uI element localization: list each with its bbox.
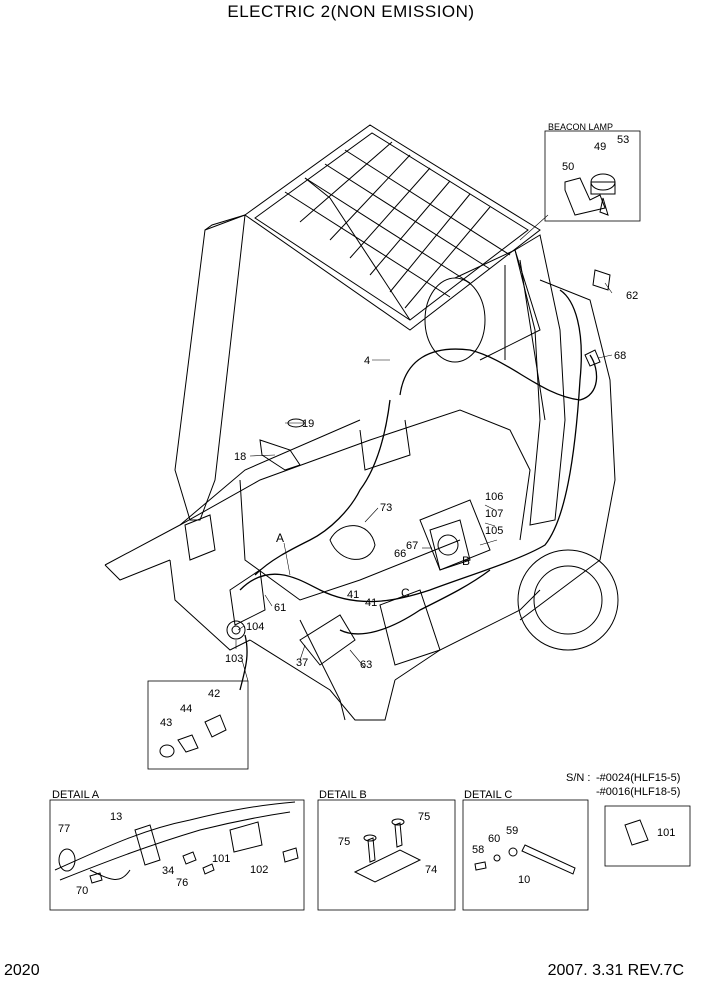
detail-a-drawing <box>54 801 299 884</box>
callout-63: 63 <box>360 659 372 671</box>
horn <box>226 620 246 640</box>
callout-105: 105 <box>485 525 503 537</box>
callout-68: 68 <box>614 350 626 362</box>
callout-103: 103 <box>225 653 243 665</box>
serial-range-1: -#0024(HLF15-5) <box>596 772 681 784</box>
truck-frame <box>104 409 541 721</box>
serial-label: S/N : <box>566 772 591 784</box>
callout-104: 104 <box>246 621 264 633</box>
detail-a-title: DETAIL A <box>52 789 100 801</box>
callout-62: 62 <box>626 290 638 302</box>
serial-part-box <box>604 805 691 867</box>
serial-range-2: -#0016(HLF18-5) <box>596 786 681 798</box>
sensor-callout-44: 44 <box>180 703 192 715</box>
callout-107: 107 <box>485 508 503 520</box>
detail-c-title: DETAIL C <box>464 789 513 801</box>
callout-18: 18 <box>234 451 246 463</box>
callout-41a: 41 <box>347 589 359 601</box>
rear-pillar <box>514 234 566 526</box>
callout-61: 61 <box>274 602 286 614</box>
page-number: 2020 <box>4 962 40 979</box>
callout-b: B <box>462 554 470 568</box>
revision-date: 2007. 3.31 REV.7C <box>547 962 684 979</box>
beacon-callout-50: 50 <box>562 161 574 173</box>
beacon-lamp-title: BEACON LAMP <box>548 122 614 132</box>
callout-4: 4 <box>364 355 370 367</box>
mast-mount <box>184 514 266 626</box>
detail-b-callout-75b: 75 <box>338 836 350 848</box>
wiring-harness <box>239 289 598 691</box>
detail-c-callout-60: 60 <box>488 833 500 845</box>
flasher-relay <box>259 418 305 471</box>
callout-19: 19 <box>302 418 314 430</box>
detail-b-callout-75a: 75 <box>418 811 430 823</box>
callout-a: A <box>276 531 284 545</box>
callout-37: 37 <box>296 657 308 669</box>
detail-b-title: DETAIL B <box>319 789 367 801</box>
serial-callout-101: 101 <box>657 827 675 839</box>
detail-b-drawing <box>353 818 422 883</box>
work-lamp <box>592 269 611 291</box>
front-pillar-left <box>174 214 246 521</box>
callout-67: 67 <box>406 540 418 552</box>
beacon-callout-49: 49 <box>594 141 606 153</box>
detail-c-callout-10: 10 <box>518 874 530 886</box>
callout-41b: 41 <box>365 597 377 609</box>
callout-73: 73 <box>380 502 392 514</box>
detail-a-box <box>49 799 305 911</box>
detail-b-callout-74: 74 <box>425 864 437 876</box>
counterweight <box>517 279 619 651</box>
detail-c-callout-59: 59 <box>506 825 518 837</box>
detail-a-callout-34: 34 <box>162 865 174 877</box>
detail-c-callout-58: 58 <box>472 844 484 856</box>
detail-a-callout-102: 102 <box>250 864 268 876</box>
leader-lines <box>235 282 613 669</box>
callout-c: C <box>401 586 410 600</box>
detail-c-drawing <box>474 844 576 875</box>
detail-b-box <box>317 799 456 911</box>
sensor-callout-42: 42 <box>208 688 220 700</box>
beacon-callout-53: 53 <box>617 134 629 146</box>
overhead-guard <box>244 124 541 331</box>
callout-106: 106 <box>485 491 503 503</box>
sensor-callout-43: 43 <box>160 717 172 729</box>
page-title: ELECTRIC 2(NON EMISSION) <box>227 2 475 21</box>
callout-66: 66 <box>394 548 406 560</box>
detail-a-callout-70: 70 <box>76 885 88 897</box>
detail-a-callout-76: 76 <box>176 877 188 889</box>
lpg-tank <box>424 249 541 363</box>
beacon-lamp-box <box>519 130 641 241</box>
detail-a-callout-77: 77 <box>58 823 70 835</box>
detail-a-callout-101: 101 <box>212 853 230 865</box>
sensor-detail-box <box>147 659 249 770</box>
serial-part-relay <box>624 819 649 846</box>
controller-b <box>429 519 471 571</box>
detail-c-box <box>462 799 589 911</box>
detail-a-callout-13: 13 <box>110 811 122 823</box>
